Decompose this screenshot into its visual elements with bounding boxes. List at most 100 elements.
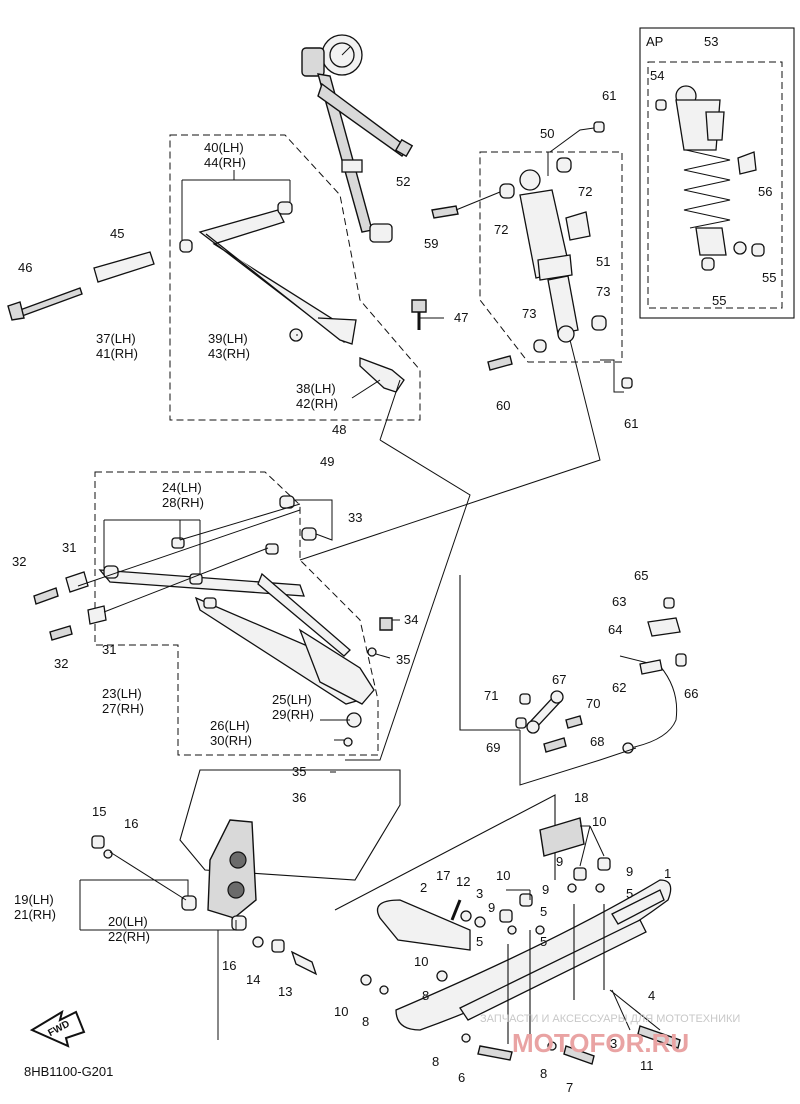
ski-spindle-19 [91, 819, 318, 976]
callout-10c: 10 [414, 954, 428, 969]
callout-3a: 3 [476, 886, 483, 901]
stabilizer-link-67 [515, 690, 583, 753]
callout-67: 67 [552, 672, 566, 687]
callout-63: 63 [612, 594, 626, 609]
callout-56: 56 [758, 184, 772, 199]
callout-9a: 9 [556, 854, 563, 869]
callout-25: 25(LH) [272, 692, 312, 707]
callout-4: 4 [648, 988, 655, 1003]
callout-47: 47 [454, 310, 468, 325]
steering-column-52 [301, 34, 414, 243]
lower-a-arm-23 [33, 495, 393, 747]
leader-lines [77, 127, 637, 1040]
callout-49: 49 [320, 454, 334, 469]
callout-5d: 5 [540, 934, 547, 949]
ski-1 [360, 817, 681, 1065]
callout-68: 68 [590, 734, 604, 749]
callout-71: 71 [484, 688, 498, 703]
callout-3b: 3 [610, 1036, 617, 1051]
callout-11: 11 [640, 1058, 654, 1073]
callout-12: 12 [456, 874, 470, 889]
callout-35b: 35 [292, 764, 306, 779]
callout-5a: 5 [626, 886, 633, 901]
callout-35a: 35 [396, 652, 410, 667]
callout-21: 21(RH) [14, 907, 56, 922]
shock-absorber-50 [431, 121, 633, 389]
upper-arm-shaft-45-46 [7, 251, 155, 321]
callout-66: 66 [684, 686, 698, 701]
callout-44: 44(RH) [204, 155, 246, 170]
callout-2: 2 [420, 880, 427, 895]
callout-29: 29(RH) [272, 707, 314, 722]
callout-53: 53 [704, 34, 718, 49]
callout-8d: 8 [540, 1066, 547, 1081]
callout-10d: 10 [334, 1004, 348, 1019]
watermark-brand: MOTOFOR.RU [512, 1028, 689, 1058]
callout-72b: 72 [494, 222, 508, 237]
callout-18: 18 [574, 790, 588, 805]
callout-27: 27(RH) [102, 701, 144, 716]
callout-28: 28(RH) [162, 495, 204, 510]
callout-73a: 73 [596, 284, 610, 299]
callout-48: 48 [332, 422, 346, 437]
callout-23: 23(LH) [102, 686, 142, 701]
callout-8a: 8 [422, 988, 429, 1003]
upper-a-arm-37 [179, 201, 357, 345]
callout-64: 64 [608, 622, 622, 637]
callout-46: 46 [18, 260, 32, 275]
callout-70: 70 [586, 696, 600, 711]
watermark-tagline: ЗАПЧАСТИ И АКСЕССУАРЫ ДЛЯ МОТОТЕХНИКИ [480, 1013, 740, 1025]
callout-22: 22(RH) [108, 929, 150, 944]
ski-sensor-62 [619, 597, 687, 754]
callout-72a: 72 [578, 184, 592, 199]
callout-8c: 8 [432, 1054, 439, 1069]
callout-73b: 73 [522, 306, 536, 321]
callout-9c: 9 [542, 882, 549, 897]
callout-41: 41(RH) [96, 346, 138, 361]
callout-16a: 16 [124, 816, 138, 831]
callout-51: 51 [596, 254, 610, 269]
group-outlines [94, 27, 795, 911]
callout-30: 30(RH) [210, 733, 252, 748]
callout-16b: 16 [222, 958, 236, 973]
callout-5b: 5 [540, 904, 547, 919]
callout-62: 62 [612, 680, 626, 695]
callout-39: 39(LH) [208, 331, 248, 346]
callout-31b: 31 [102, 642, 116, 657]
fwd-arrow-icon [29, 1009, 86, 1048]
callout-38: 38(LH) [296, 381, 336, 396]
callout-43: 43(RH) [208, 346, 250, 361]
callout-59: 59 [424, 236, 438, 251]
callout-10b: 10 [496, 868, 510, 883]
callout-61a: 61 [602, 88, 616, 103]
callout-15: 15 [92, 804, 106, 819]
callout-17: 17 [436, 868, 450, 883]
callout-19: 19(LH) [14, 892, 54, 907]
callout-20: 20(LH) [108, 914, 148, 929]
callout-42: 42(RH) [296, 396, 338, 411]
callout-10a: 10 [592, 814, 606, 829]
callout-34: 34 [404, 612, 418, 627]
diagram-code: 8HB1100-G201 [24, 1064, 113, 1079]
ap-shock-53 [655, 85, 765, 271]
part-drawings [7, 34, 765, 1065]
callout-8b: 8 [362, 1014, 369, 1029]
watermark: ЗАПЧАСТИ И АКСЕССУАРЫ ДЛЯ МОТОТЕХНИКИ MO… [480, 1013, 740, 1058]
callout-32a: 32 [12, 554, 26, 569]
callout-1: 1 [664, 866, 671, 881]
callout-7: 7 [566, 1080, 573, 1095]
callout-45: 45 [110, 226, 124, 241]
callout-6: 6 [458, 1070, 465, 1085]
callout-32b: 32 [54, 656, 68, 671]
ap-label: AP [646, 34, 663, 49]
callout-24: 24(LH) [162, 480, 202, 495]
callout-labels: AP 53 54 56 55 55 61 50 72 72 59 51 73 7… [12, 34, 776, 1095]
callout-37: 37(LH) [96, 331, 136, 346]
callout-13: 13 [278, 984, 292, 999]
callout-26: 26(LH) [210, 718, 250, 733]
callout-65: 65 [634, 568, 648, 583]
callout-5c: 5 [476, 934, 483, 949]
callout-36: 36 [292, 790, 306, 805]
callout-55b: 55 [712, 293, 726, 308]
callout-50: 50 [540, 126, 554, 141]
